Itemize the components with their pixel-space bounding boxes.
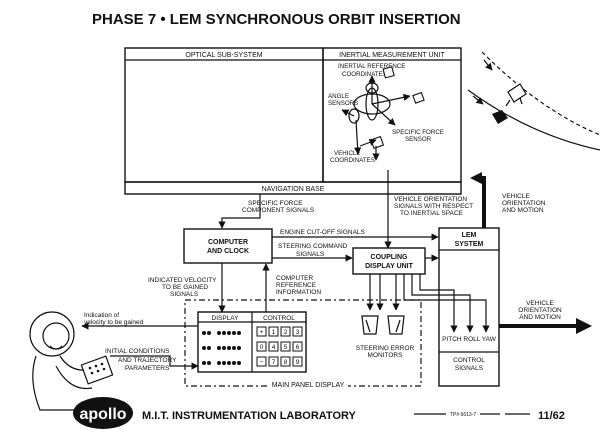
coupling-display-label-2: DISPLAY UNIT	[365, 263, 414, 270]
vehicle-motion-feedback-arrow	[470, 172, 486, 228]
keypad-key	[256, 356, 267, 367]
astronaut-icon	[29, 311, 114, 411]
vehicle-orientation-motion-right-3: AND MOTION	[519, 314, 561, 321]
keypad-key-label: 7	[272, 359, 276, 366]
keypad-key	[268, 356, 279, 367]
imu-inertial-ref-label-2: COORDINATES	[342, 71, 387, 78]
indicated-velocity-label-3: SIGNALS	[170, 291, 199, 298]
steering-command-label-1: STEERING COMMAND	[278, 243, 348, 250]
keypad-key-label: 1	[272, 329, 276, 336]
lem-system-label-1: LEM	[462, 232, 477, 239]
computer-reference-label-1: COMPUTER	[276, 275, 314, 282]
keypad-key-label: +	[260, 329, 264, 336]
imu-label: INERTIAL MEASUREMENT UNIT	[339, 52, 445, 59]
keypad-key-label: 5	[284, 344, 288, 351]
tp-number: TP# 6613-7	[450, 412, 476, 418]
keypad-key	[292, 326, 303, 337]
computer-clock-label-1: COMPUTER	[208, 239, 248, 246]
main-panel-display-label: MAIN PANEL DISPLAY	[272, 382, 345, 389]
keypad-key	[280, 341, 291, 352]
steering-command-label-2: SIGNALS	[296, 251, 325, 258]
computer-clock-block	[183, 228, 273, 264]
vehicle-orientation-motion-right-2: ORIENTATION	[518, 307, 562, 314]
keypad-key	[280, 326, 291, 337]
optical-subsystem-label: OPTICAL SUB-SYSTEM	[185, 52, 262, 59]
pitch-roll-yaw-label: PITCH ROLL YAW	[442, 336, 497, 343]
keypad-key-label: 2	[284, 329, 288, 336]
display-label: DISPLAY	[212, 315, 240, 322]
indication-velocity-label-1: Indication of	[84, 312, 119, 319]
vehicle-orientation-signals-3: TO INERTIAL SPACE	[400, 210, 464, 217]
specific-force-signals-2: COMPONENT SIGNALS	[242, 207, 315, 214]
computer-reference-label-3: INFORMATION	[276, 289, 321, 296]
engine-cutoff-label: ENGINE CUT-OFF SIGNALS	[280, 229, 366, 236]
keypad-key-label: 8	[284, 359, 288, 366]
lem-system-block	[438, 227, 500, 387]
main-panel-display-frame	[184, 299, 422, 387]
imu-specific-force-label-2: SENSOR	[405, 136, 432, 143]
control-label: CONTROL	[263, 315, 295, 322]
keypad-key	[268, 341, 279, 352]
indicated-velocity-label-1: INDICATED VELOCITY	[148, 277, 217, 284]
keypad-key-label: 9	[296, 359, 300, 366]
display-digits	[202, 331, 241, 365]
navigation-base-block	[124, 181, 462, 195]
keypad-key	[256, 341, 267, 352]
keypad-key-label: 4	[272, 344, 276, 351]
vehicle-orientation-motion-top-3: AND MOTION	[502, 207, 544, 214]
navigation-base-label: NAVIGATION BASE	[262, 186, 325, 193]
vehicle-orientation-signals-2: SIGNALS WITH RESPECT	[394, 203, 473, 210]
keypad-key	[292, 356, 303, 367]
imu-angle-sensors-label-1: ANGLE	[328, 93, 349, 100]
date-code: 11/62	[538, 410, 565, 422]
lab-name: M.I.T. INSTRUMENTATION LABORATORY	[142, 410, 357, 422]
coupling-display-label-1: COUPLING	[371, 254, 409, 261]
computer-clock-label-2: AND CLOCK	[207, 248, 249, 255]
steering-error-label-2: MONITORS	[368, 352, 404, 359]
spacecraft-lem-icon	[492, 110, 508, 124]
vehicle-orientation-motion-right-1: VEHICLE	[526, 300, 554, 307]
initial-conditions-label-1: INITIAL CONDITIONS	[105, 348, 170, 355]
steering-error-label-1: STEERING ERROR	[356, 345, 415, 352]
keypad-key-label: −	[260, 359, 264, 366]
keypad-key-label: 0	[260, 344, 264, 351]
coupling-display-block	[352, 247, 426, 275]
indicated-velocity-label-2: TO BE GAINED	[162, 284, 208, 291]
vehicle-orientation-motion-top-2: ORIENTATION	[502, 200, 546, 207]
imu-vehicle-coords-label-2: COORDINATES	[330, 157, 375, 164]
diagram-title: PHASE 7 • LEM SYNCHRONOUS ORBIT INSERTIO…	[92, 11, 461, 28]
keypad-key-label: 6	[296, 344, 300, 351]
steering-error-monitor-right	[387, 315, 405, 335]
vehicle-orientation-motion-top-1: VEHICLE	[502, 193, 530, 200]
keypad-key-label: 3	[296, 329, 300, 336]
initial-conditions-label-2: AND TRAJECTORY	[118, 357, 177, 364]
keypad-key	[256, 326, 267, 337]
apollo-logo-text: apollo	[79, 406, 126, 423]
keypad-key	[292, 341, 303, 352]
computer-reference-label-2: REFERENCE	[276, 282, 317, 289]
gimbal-sensor-sketch	[341, 66, 425, 161]
vehicle-orientation-signals-1: VEHICLE ORIENTATION	[394, 196, 467, 203]
control-signals-label-1: CONTROL	[453, 357, 485, 364]
steering-error-monitor-left	[361, 315, 379, 335]
lem-system-label-2: SYSTEM	[455, 241, 484, 248]
optical-subsystem-block	[124, 47, 324, 183]
imu-vehicle-coords-label-1: VEHICLE	[334, 150, 360, 157]
initial-conditions-label-3: PARAMETERS	[125, 365, 170, 372]
orbit-sketch	[467, 51, 600, 151]
keypad-key	[268, 326, 279, 337]
specific-force-signals-1: SPECIFIC FORCE	[248, 200, 303, 207]
imu-specific-force-label-1: SPECIFIC FORCE	[392, 129, 444, 136]
keypad-key	[280, 356, 291, 367]
apollo-logo: apollo	[73, 397, 133, 429]
imu-inertial-ref-label-1: INERTIAL REFERENCE	[338, 63, 405, 70]
imu-angle-sensors-label-2: SENSORS	[328, 100, 358, 107]
spacecraft-csm-icon	[505, 83, 527, 107]
control-keypad: +1 2 3 0 4 5 6 − 7 8 9	[256, 326, 303, 367]
control-signals-label-2: SIGNALS	[455, 365, 484, 372]
indication-velocity-label-2: velocity to be gained	[84, 319, 144, 326]
